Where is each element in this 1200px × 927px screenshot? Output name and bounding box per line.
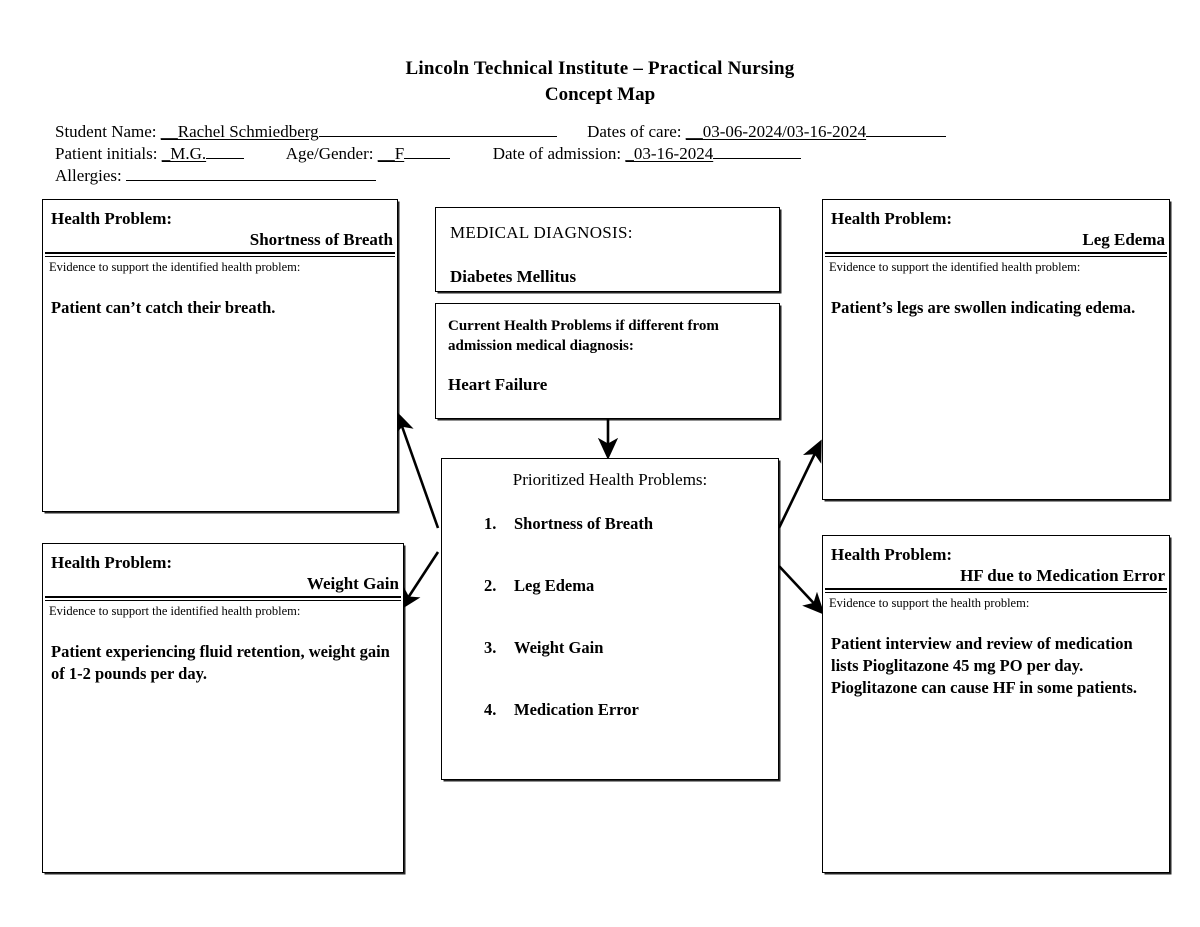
patient-initials-label: Patient initials: [55,144,158,163]
medical-diagnosis-value: Diabetes Mellitus [450,267,577,286]
list-item[interactable]: 2. Leg Edema [442,575,778,637]
list-item-label: Weight Gain [514,638,604,657]
header-row-student: Student Name: __Rachel Schmiedberg Dates… [55,121,1155,143]
date-of-admission-rule [713,158,802,159]
evidence-label: Evidence to support the identified healt… [829,260,1081,274]
list-item[interactable]: 4. Medication Error [442,699,778,761]
list-item-number: 2. [484,576,497,595]
divider-rule [825,252,1167,257]
student-name-label: Student Name: [55,122,157,141]
health-problem-name: HF due to Medication Error [960,566,1165,585]
prioritized-list: 1. Shortness of Breath 2. Leg Edema 3. W… [442,491,778,761]
list-item-number: 3. [484,638,497,657]
health-problem-box-weight-gain[interactable]: Health Problem: Weight Gain Evidence to … [42,543,404,873]
health-problem-heading: Health Problem: [51,209,173,228]
arrow-prioritized-to-weight-gain [399,551,440,611]
age-gender-value[interactable]: __F [377,144,405,163]
health-problem-name: Weight Gain [306,574,399,593]
divider-rule [825,588,1167,593]
medical-diagnosis-box[interactable]: MEDICAL DIAGNOSIS: Diabetes Mellitus [435,207,780,292]
list-item-label: Leg Edema [514,576,595,595]
evidence-text: Patient’s legs are swollen indicating ed… [831,298,1136,317]
health-problem-box-leg-edema[interactable]: Health Problem: Leg Edema Evidence to su… [822,199,1170,500]
list-item-number: 4. [484,700,497,719]
dates-of-care-value[interactable]: __03-06-2024/03-16-2024 [685,122,867,141]
dates-of-care-label: Dates of care: [587,122,682,141]
allergies-rule [125,180,376,181]
list-item[interactable]: 3. Weight Gain [442,637,778,699]
arrow-prioritized-to-medication-error [778,565,825,615]
health-problem-name: Leg Edema [1082,230,1165,249]
student-name-rule [318,136,557,137]
current-health-problems-label: Current Health Problems if different fro… [448,318,719,354]
page-subtitle: Concept Map [544,84,656,105]
evidence-text: Patient interview and review of medicati… [831,634,1137,697]
arrow-prioritized-to-leg-edema [777,439,822,529]
date-of-admission-value[interactable]: _03-16-2024 [625,144,714,163]
current-health-problems-value: Heart Failure [448,375,548,394]
allergies-label: Allergies: [55,166,122,185]
evidence-label: Evidence to support the identified healt… [49,604,301,618]
dates-of-care-rule [866,136,947,137]
list-item[interactable]: 1. Shortness of Breath [442,513,778,575]
list-item-label: Medication Error [514,700,639,719]
medical-diagnosis-label: MEDICAL DIAGNOSIS: [450,223,633,242]
health-problem-heading: Health Problem: [831,545,953,564]
date-of-admission-label: Date of admission: [492,144,622,163]
health-problem-heading: Health Problem: [51,553,173,572]
age-gender-label: Age/Gender: [285,144,374,163]
health-problem-box-shortness-of-breath[interactable]: Health Problem: Shortness of Breath Evid… [42,199,398,512]
evidence-label: Evidence to support the identified healt… [49,260,301,274]
divider-rule [45,596,401,601]
list-item-number: 1. [484,514,497,533]
page-title: Lincoln Technical Institute – Practical … [405,58,795,79]
evidence-text: Patient can’t catch their breath. [51,298,276,317]
evidence-label: Evidence to support the health problem: [829,596,1030,610]
prioritized-title: Prioritized Health Problems: [512,470,708,489]
evidence-text: Patient experiencing fluid retention, we… [51,642,390,683]
prioritized-health-problems-box[interactable]: Prioritized Health Problems: 1. Shortnes… [441,458,779,780]
health-problem-box-medication-error[interactable]: Health Problem: HF due to Medication Err… [822,535,1170,873]
current-health-problems-box[interactable]: Current Health Problems if different fro… [435,303,780,419]
health-problem-heading: Health Problem: [831,209,953,228]
patient-initials-value[interactable]: _M.G. [161,144,207,163]
patient-initials-rule [206,158,245,159]
header-row-patient: Patient initials: _M.G. Age/Gender: __F … [55,143,1155,165]
student-name-value[interactable]: __Rachel Schmiedberg [160,122,319,141]
health-problem-name: Shortness of Breath [249,230,393,249]
list-item-label: Shortness of Breath [514,514,654,533]
divider-rule [45,252,395,257]
arrow-prioritized-to-sob [394,411,440,529]
header-fields: Student Name: __Rachel Schmiedberg Dates… [55,121,1155,187]
header-row-allergies: Allergies: [55,165,1155,187]
age-gender-rule [404,158,451,159]
